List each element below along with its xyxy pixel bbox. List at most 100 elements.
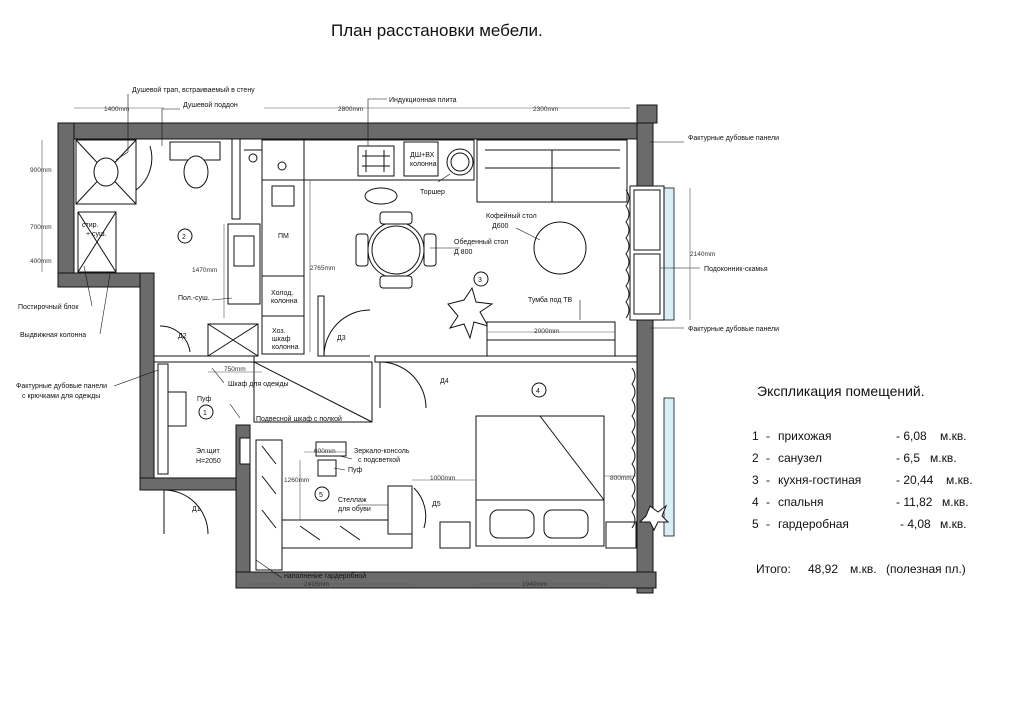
label-door-d5: Д5: [432, 501, 441, 508]
legend-dash-2: -: [766, 451, 770, 465]
label-induction: Индукционная плита: [389, 97, 457, 104]
room-number-2: 2: [182, 234, 186, 241]
legend-total-label: Итого:: [756, 562, 791, 576]
legend-unit-4: м.кв.: [942, 495, 969, 509]
label-oven-2: колонна: [410, 161, 437, 168]
room-numbers: 2 3 4 1 5: [177, 228, 547, 502]
label-oak-panels-bottom: Фактурные дубовые панели: [688, 325, 779, 333]
legend-name-2: санузел: [778, 451, 822, 465]
legend-name-3: кухня-гостиная: [778, 473, 861, 487]
coffee-table: [533, 221, 587, 275]
kitchen: [244, 139, 475, 355]
dim-2300: 2300mm: [533, 106, 558, 113]
dining-table: [355, 187, 437, 289]
legend-num-5: 5: [752, 517, 759, 531]
hall-wardrobe-furniture: [157, 361, 427, 571]
legend-dash-5: -: [766, 517, 770, 531]
dim-800: 800mm: [610, 475, 632, 482]
label-shoe-rack-1: Стеллаж: [338, 497, 367, 504]
legend-name-5: гардеробная: [778, 517, 849, 531]
label-pouf: Пуф: [197, 396, 211, 403]
label-utility-1: Хоз.: [272, 328, 286, 335]
label-hall-panels-2: с крючками для одежды: [22, 393, 100, 400]
dim-600: 600mm: [314, 448, 336, 455]
dim-750: 750mm: [224, 366, 246, 373]
legend-area-1: - 6,08: [896, 429, 927, 443]
label-dryer: Пол.-суш.: [178, 295, 210, 302]
legend-unit-3: м.кв.: [946, 473, 973, 487]
label-coffee-table: Кофейный стол: [486, 212, 537, 220]
label-wardrobe: Шкаф для одежды: [228, 381, 289, 388]
legend-total-note: (полезная пл.): [886, 562, 966, 576]
dim-2140: 2140mm: [690, 251, 715, 258]
label-fridge-2: колонна: [271, 298, 298, 305]
label-tv-stand: Тумба под ТВ: [528, 296, 573, 304]
label-pouf-2: Пуф: [348, 467, 362, 474]
label-hanging-cabinet: Подвесной шкаф с полкой: [256, 415, 342, 423]
legend-dash-1: -: [766, 429, 770, 443]
dimension-lines: [41, 107, 691, 585]
legend-dash-4: -: [766, 495, 770, 509]
legend-area-3: - 20,44: [896, 473, 934, 487]
legend-total-unit: м.кв.: [850, 562, 877, 576]
legend-num-1: 1: [752, 429, 759, 443]
legend-num-2: 2: [752, 451, 759, 465]
legend-total-value: 48,92: [808, 562, 838, 576]
legend-area-4: - 11,82: [896, 495, 933, 509]
label-sliding-column: Выдвижная колонна: [20, 332, 86, 339]
legend-heading: Экспликация помещений.: [757, 383, 925, 399]
label-mirror-1: Зеркало-консоль: [354, 448, 410, 455]
label-floor-lamp: Торшер: [420, 189, 445, 196]
label-washer-1: стир.: [82, 222, 99, 229]
legend-dash-3: -: [766, 473, 770, 487]
legend-name-1: прихожая: [778, 429, 831, 443]
window-bench: [625, 185, 665, 321]
label-door-d4: Д4: [440, 378, 449, 385]
label-utility-3: колонна: [272, 344, 299, 351]
legend-num-4: 4: [752, 495, 759, 509]
plant-icon: [447, 286, 494, 340]
dim-2415: 2415mm: [304, 581, 329, 588]
window-living: [663, 187, 675, 321]
doors: [159, 309, 371, 357]
label-dining-table-size: Д 800: [454, 249, 472, 256]
window-bedroom: [663, 397, 675, 537]
room-number-3: 3: [478, 277, 482, 284]
label-door-d2: Д2: [178, 333, 187, 340]
label-pm: ПМ: [278, 233, 289, 240]
floor-lamp-icon: [446, 148, 474, 176]
dim-700: 700mm: [30, 224, 52, 231]
dimension-labels: 1400mm 2800mm 2300mm 900mm 700mm 400mm 1…: [30, 106, 715, 588]
label-wardrobe-fill: наполнение гардеробной: [284, 572, 366, 580]
plan-title: План расстановки мебели.: [331, 21, 543, 40]
sofa: [476, 139, 628, 203]
legend-unit-2: м.кв.: [930, 451, 957, 465]
label-panel-2: Н=2050: [196, 458, 221, 465]
label-mirror-2: с подсветкой: [358, 456, 400, 464]
walls: [57, 104, 658, 594]
label-hall-panels-1: Фактурные дубовые панели: [16, 382, 107, 390]
legend-unit-1: м.кв.: [940, 429, 967, 443]
label-window-bench: Подоконник-скамья: [704, 266, 768, 273]
label-oak-panels: Фактурные дубовые панели: [688, 134, 779, 142]
label-utility-2: шкаф: [272, 336, 291, 343]
room-number-4: 4: [536, 388, 540, 395]
bathroom: [75, 139, 261, 357]
dim-2800: 2800mm: [338, 106, 363, 113]
legend-name-4: спальня: [778, 495, 824, 509]
dim-2000: 2000mm: [534, 328, 559, 335]
dim-1940: 1940mm: [522, 581, 547, 588]
dim-400: 400mm: [30, 258, 52, 265]
label-shoe-rack-2: для обуви: [338, 505, 371, 513]
plan-labels: Душевой трап, встраиваемый в стену Душев…: [16, 86, 779, 580]
label-panel-1: Эл.щит: [196, 448, 220, 455]
dim-1470: 1470mm: [192, 267, 217, 274]
legend-num-3: 3: [752, 473, 759, 487]
dim-2765: 2765mm: [310, 265, 335, 272]
leader-lines: [83, 94, 700, 579]
label-fridge-1: Холод.: [271, 290, 293, 297]
label-shower-drain: Душевой трап, встраиваемый в стену: [132, 86, 255, 94]
bedroom-furniture: [379, 361, 670, 549]
label-coffee-table-size: Д600: [492, 223, 509, 230]
